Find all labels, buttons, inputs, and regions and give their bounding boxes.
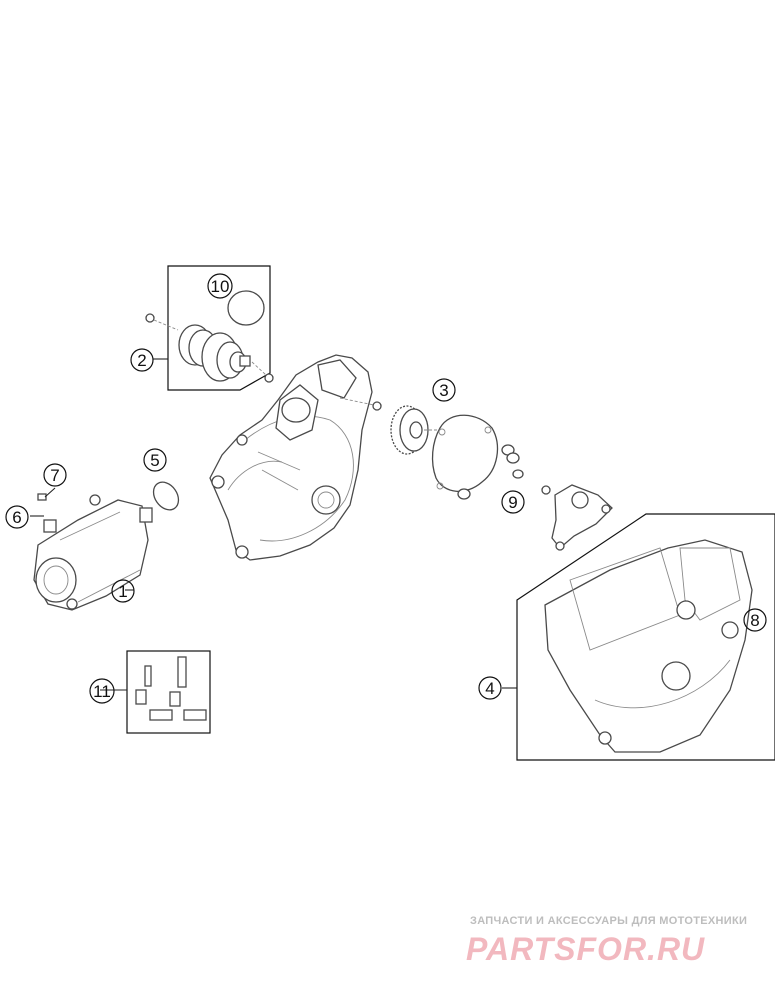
callout-11: 11: [89, 678, 115, 704]
callout-10-label: 10: [211, 277, 230, 296]
callout-9: 9: [501, 490, 525, 514]
watermark-logo: PARTSFOR.RU: [466, 931, 705, 967]
engine-crankcase-housing: [209, 354, 382, 561]
callout-7: 7: [43, 463, 67, 487]
group-box-starter-drive: [167, 265, 271, 391]
callout-5: 5: [143, 448, 167, 472]
watermark-tagline: ЗАПЧАСТИ И АКСЕССУАРЫ ДЛЯ МОТОТЕХНИКИ: [470, 915, 747, 927]
group-box-brush-set: [126, 650, 211, 734]
group-box-ignition-cover: [516, 513, 775, 761]
seal-ring-part-8: [721, 621, 739, 639]
callout-1-label: 1: [118, 582, 127, 601]
callout-6-label: 6: [12, 508, 21, 527]
callout-7-label: 7: [50, 466, 59, 485]
o-ring-part-5: [152, 481, 180, 511]
small-cover-part-9-area: [541, 484, 613, 551]
callout-4-label: 4: [485, 679, 494, 698]
callout-8: 8: [743, 608, 767, 632]
callout-10: 10: [207, 273, 233, 299]
callout-11-label: 11: [93, 682, 111, 701]
carbon-brush-set-part-11: [135, 656, 207, 721]
o-ring-part-10: [227, 290, 265, 326]
callout-8-label: 8: [750, 611, 759, 630]
idler-gear-part-3: [390, 405, 440, 455]
callout-5-label: 5: [150, 451, 159, 470]
ignition-cover-part-4: [544, 539, 753, 753]
callout-2-label: 2: [137, 351, 146, 370]
watermark: ЗАПЧАСТИ И АКСЕССУАРЫ ДЛЯ МОТОТЕХНИКИ PA…: [466, 915, 747, 967]
starter-drive-gear-part-2: [145, 313, 274, 383]
callout-4: 4: [478, 676, 502, 700]
callout-3-label: 3: [439, 381, 448, 400]
callout-2: 2: [130, 348, 154, 372]
callout-9-label: 9: [508, 493, 517, 512]
cover-gasket: [431, 414, 499, 492]
callout-6: 6: [5, 505, 29, 529]
callout-3: 3: [432, 378, 456, 402]
starter-motor-part-1: [33, 493, 153, 611]
dowel-pins: [457, 444, 524, 500]
callout-1: 1: [111, 579, 135, 603]
